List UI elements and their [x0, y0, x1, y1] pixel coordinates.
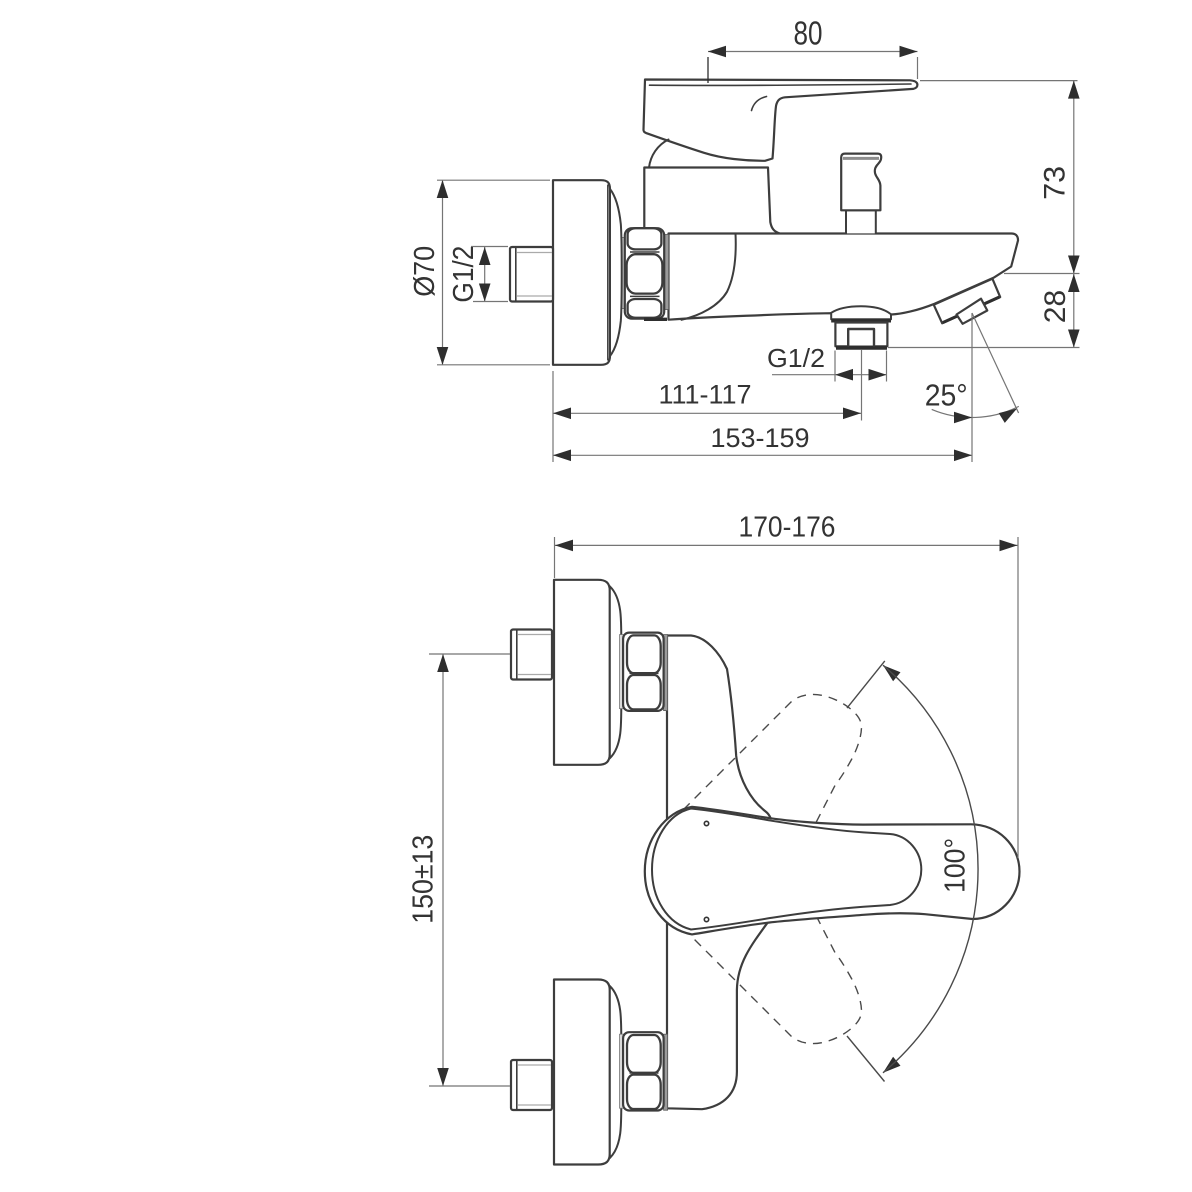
svg-text:Ø70: Ø70 [409, 246, 441, 297]
svg-text:73: 73 [1039, 166, 1072, 200]
svg-text:100°: 100° [939, 838, 971, 893]
svg-text:153-159: 153-159 [710, 423, 809, 453]
svg-text:G1/2: G1/2 [448, 246, 480, 303]
svg-text:G1/2: G1/2 [767, 345, 825, 373]
svg-text:80: 80 [794, 14, 823, 51]
svg-text:111-117: 111-117 [658, 380, 751, 410]
svg-text:25°: 25° [925, 377, 968, 412]
svg-text:28: 28 [1039, 290, 1072, 323]
svg-text:170-176: 170-176 [739, 512, 836, 544]
svg-text:150±13: 150±13 [408, 835, 440, 924]
